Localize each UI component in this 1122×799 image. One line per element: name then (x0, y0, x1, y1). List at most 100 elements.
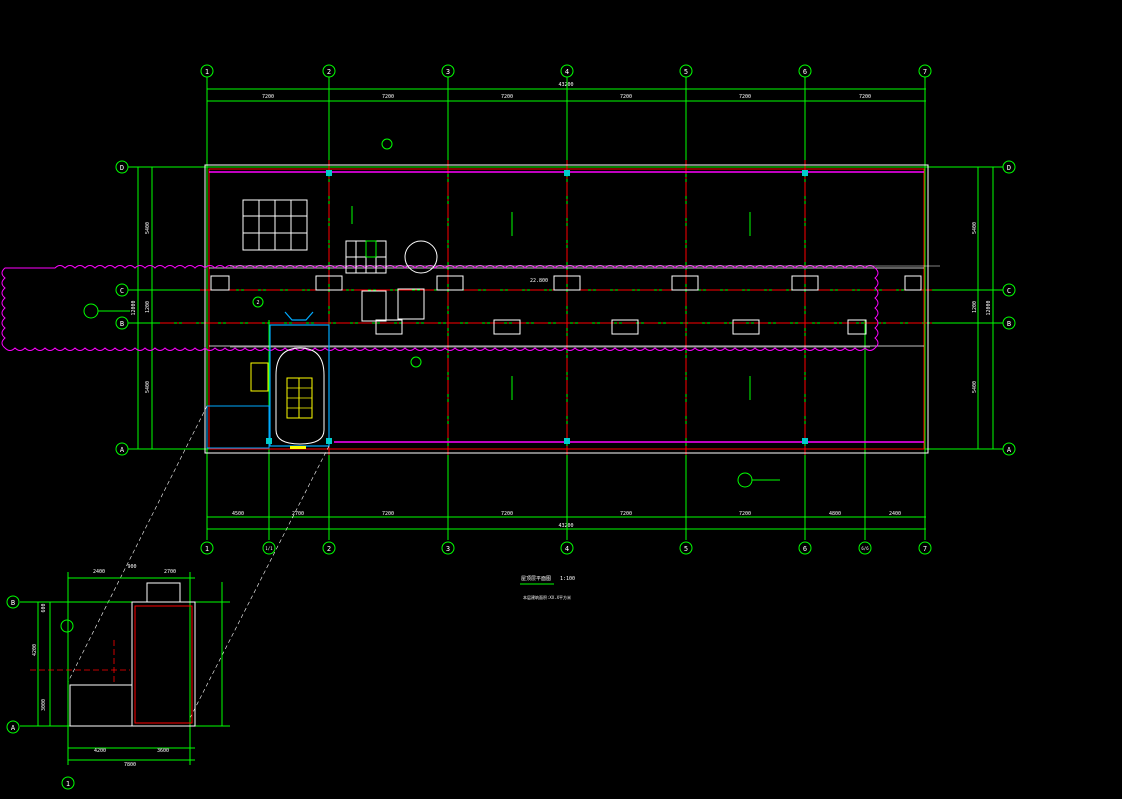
bottom-axis-5: 5 (679, 541, 693, 555)
left-axis-bubbles: D C B A (115, 160, 129, 456)
top-dim-6: 7200 (859, 94, 871, 100)
bottom-dim-3: 7200 (382, 511, 394, 517)
rooftop-equipment-row-upper (210, 275, 922, 291)
right-axis-label-A: A (1007, 446, 1012, 454)
left-axis-label-B: B (120, 320, 124, 328)
bottom-dim-1: 4500 (232, 511, 244, 517)
stair-door (290, 446, 306, 449)
side-dimension-chains (137, 167, 994, 449)
right-axis-B: B (1002, 316, 1016, 330)
detail-axis-1: 1 (61, 776, 75, 790)
detail-axis-bubbles: B A 1 (6, 595, 75, 790)
cooling-tower-grid (242, 199, 308, 251)
detail-reference-lines (67, 405, 330, 719)
bottom-axis-bubbles: 1 1/1 2 3 4 5 6 6/6 7 (200, 541, 932, 555)
bottom-dim-8: 2400 (889, 511, 901, 517)
top-dim-1: 7200 (262, 94, 274, 100)
top-dim-3: 7200 (501, 94, 513, 100)
left-overall-dimension: 12000 (131, 300, 137, 315)
bottom-axis-7: 7 (918, 541, 932, 555)
top-axis-1: 1 (200, 64, 214, 78)
bottom-dim-4: 7200 (501, 511, 513, 517)
revision-cloud (1, 265, 879, 351)
detail-axis-label-A: A (11, 724, 16, 732)
detail-axis-B: B (6, 595, 20, 609)
right-dim-3: 5400 (972, 381, 978, 393)
drawing-note: 本层建筑面积:XX.X平方米 (523, 594, 571, 600)
top-axis-label-6: 6 (803, 68, 807, 76)
pump-highlight (365, 240, 377, 258)
left-axis-label-D: D (120, 164, 124, 172)
right-dim-1: 5400 (972, 222, 978, 234)
detail-axis-label-1: 1 (66, 780, 70, 788)
top-axis-label-7: 7 (923, 68, 927, 76)
top-dim-4: 7200 (620, 94, 632, 100)
left-axis-C: C (115, 283, 129, 297)
drawing-scale: 1:100 (560, 576, 575, 582)
drawing-title-block: 屋顶层平面图 1:100 本层建筑面积:XX.X平方米 (520, 576, 575, 600)
stair-callout-number: 2 (256, 300, 259, 306)
top-axis-label-2: 2 (327, 68, 331, 76)
bottom-axis-2: 2 (322, 541, 336, 555)
top-axis-2: 2 (322, 64, 336, 78)
bottom-axis-label-1-1: 1/1 (265, 546, 273, 551)
bottom-axis-1: 1 (200, 541, 214, 555)
left-axis-A: A (115, 442, 129, 456)
right-axis-label-D: D (1007, 164, 1011, 172)
bottom-axis-6: 6 (798, 541, 812, 555)
drawing-title: 屋顶层平面图 (521, 576, 551, 582)
bottom-axis-label-7: 7 (923, 545, 927, 553)
bottom-dimension-segments: 4500 2700 7200 7200 7200 7200 4800 2400 (232, 511, 901, 517)
top-axis-label-3: 3 (446, 68, 450, 76)
bottom-dim-7: 4800 (829, 511, 841, 517)
top-axis-3: 3 (441, 64, 455, 78)
bottom-axis-4: 4 (560, 541, 574, 555)
top-dim-5: 7200 (739, 94, 751, 100)
detail-dim-left-2: 4200 (32, 644, 38, 656)
top-axis-4: 4 (560, 64, 574, 78)
detail-dim-left-3: 3000 (41, 699, 47, 711)
left-axis-B: B (115, 316, 129, 330)
bottom-axis-label-5: 5 (684, 545, 688, 553)
right-axis-label-C: C (1007, 287, 1011, 295)
top-dimension-segments: 7200 7200 7200 7200 7200 7200 (262, 94, 871, 100)
bottom-axis-label-2: 2 (327, 545, 331, 553)
column-markers (266, 170, 808, 444)
bottom-axis-label-6-6: 6/6 (861, 546, 869, 551)
top-axis-bubbles: 1 2 3 4 5 6 7 (200, 64, 932, 78)
detail-axis-A: A (6, 720, 20, 734)
bottom-dim-6: 7200 (739, 511, 751, 517)
top-axis-5: 5 (679, 64, 693, 78)
right-overall-dimension: 12000 (986, 300, 992, 315)
right-axis-bubbles: D C B A (1002, 160, 1016, 456)
skylight-boxes (361, 288, 425, 322)
side-room-outline (206, 405, 270, 449)
detail-dim-left-1: 600 (41, 603, 47, 612)
detail-plan: B A 1 2400 900 2700 4200 3600 7800 600 4… (6, 564, 230, 790)
left-dim-3: 5400 (145, 381, 151, 393)
right-axis-label-B: B (1007, 320, 1011, 328)
top-overall-dimension: 43200 (558, 82, 573, 88)
left-axis-label-A: A (120, 446, 125, 454)
bottom-axis-label-6: 6 (803, 545, 807, 553)
right-axis-D: D (1002, 160, 1016, 174)
bottom-axis-label-4: 4 (565, 545, 569, 553)
detail-dim-top-1: 2400 (93, 569, 105, 575)
callout-bubbles (83, 138, 780, 488)
top-axis-label-5: 5 (684, 68, 688, 76)
top-axis-label-4: 4 (565, 68, 569, 76)
duct-short-lines (230, 265, 940, 348)
top-axis-7: 7 (918, 64, 932, 78)
bottom-axis-6-6: 6/6 (858, 541, 872, 555)
detail-dim-top-2: 900 (127, 564, 136, 570)
detail-dim-top-3: 2700 (164, 569, 176, 575)
detail-dim-bottom-3: 7800 (124, 762, 136, 768)
bottom-dim-2: 2700 (292, 511, 304, 517)
detail-dim-bottom-2: 3600 (157, 748, 169, 754)
bottom-overall-dimension: 43200 (558, 523, 573, 529)
beam-bottom-elevation: 22.800 (530, 278, 548, 284)
right-dim-2: 1200 (972, 301, 978, 313)
left-dim-2: 1200 (145, 301, 151, 313)
